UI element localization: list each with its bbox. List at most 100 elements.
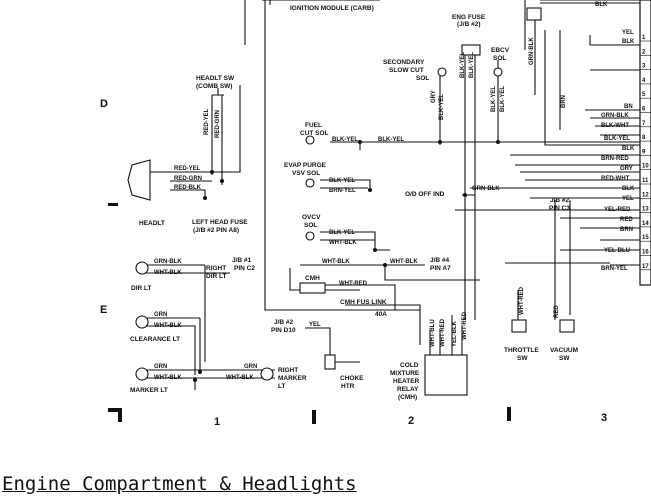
wire-blk-yel-fuse2: BLK-YEL xyxy=(469,52,475,78)
secondary-label: SECONDARY xyxy=(383,59,425,66)
cmh-fus-link-label: CMH FUS LINK xyxy=(340,299,387,306)
wire-blk-yel-fuel: BLK-YEL xyxy=(332,137,358,143)
wire-right-yel-blu: YEL-BLU xyxy=(604,248,630,254)
wire-grn-blk-od: GRN-BLK xyxy=(472,186,500,192)
wire-grn-right-marker: GRN xyxy=(244,364,257,370)
wire-right-brn-yel: BRN-YEL xyxy=(601,266,628,272)
headlt-sw-sub-label: (COMB SW) xyxy=(196,83,232,90)
eng-fuse-label: ENG FUSE xyxy=(452,14,486,21)
col-2-label: 2 xyxy=(408,415,414,427)
connector-pin-number: 15 xyxy=(642,235,649,241)
wire-grn-blk-top: GRN-BLK xyxy=(529,37,535,65)
connector-pin-number: 13 xyxy=(642,207,649,213)
jb-c3-pin-label: PIN C3 xyxy=(549,205,570,212)
connector-pin-number: 14 xyxy=(642,221,649,227)
dir-lt-label: DIR LT xyxy=(131,285,151,292)
connector-pin-number: 11 xyxy=(642,178,649,184)
wire-grn-clearance: GRN xyxy=(154,312,167,318)
grid-marks xyxy=(108,203,511,424)
wire-grn-blk-dir: GRN-BLK xyxy=(154,259,182,265)
clearance-lamp-icon xyxy=(135,315,149,329)
wire-wht-blk-clearance: WHT-BLK xyxy=(154,323,182,329)
wire-blk-yel-ebcv: BLK-YEL xyxy=(491,86,497,112)
cmh-relay-label: COLD xyxy=(400,362,419,369)
wire-right-bn: BN xyxy=(624,104,633,110)
right-dir-lt-label: RIGHT xyxy=(206,265,226,272)
wire-right-blk-wht: BLK-WHT xyxy=(601,123,629,129)
connector-pin-number: 1 xyxy=(642,35,646,41)
jb-c2-pin-label: PIN C2 xyxy=(234,265,255,272)
wire-gry-secondary: GRY xyxy=(431,90,437,103)
wire-wht-red-cmh: WHT-RED xyxy=(339,281,368,287)
marker-lt-label: MARKER LT xyxy=(130,387,168,394)
wire-brn-vertical: BRN xyxy=(561,95,567,108)
wire-wht-blk-dir: WHT-BLK xyxy=(154,270,182,276)
connector-pin-number: 9 xyxy=(642,149,646,155)
evap-purge-sub-label: VSV SOL xyxy=(292,170,320,177)
jb-c3-label: J/B #2 xyxy=(550,197,570,204)
secondary-label-2: SLOW CUT xyxy=(389,67,424,74)
top-connector-icon xyxy=(526,7,542,21)
ignition-module-label: IGNITION MODULE (CARB) xyxy=(290,5,374,12)
wire-right-brn: BRN xyxy=(620,227,633,233)
headlt-sw-label: HEADLT SW xyxy=(196,75,235,82)
connector-pin-number: 5 xyxy=(642,92,646,98)
headlight-lamp-icon xyxy=(127,159,151,201)
connector-pin-number: 16 xyxy=(642,250,649,256)
throttle-switch-icon xyxy=(511,319,527,333)
wire-wht-blk-ovcv: WHT-BLK xyxy=(329,240,357,246)
wire-right-red: RED xyxy=(620,217,633,223)
fuel-cut-label: FUEL xyxy=(305,122,322,129)
marker-lamp-icon xyxy=(135,367,149,381)
od-off-ind-label: O/D OFF IND xyxy=(405,191,445,198)
cmh-heater-icon xyxy=(299,282,326,294)
wire-right-red-wht: RED-WHT xyxy=(601,176,630,182)
choke-sub-label: HTR xyxy=(341,383,355,390)
wire-wht-red-relay-2: WHT-RED xyxy=(462,311,468,340)
clearance-lt-label: CLEARANCE LT xyxy=(130,336,180,343)
cmh-relay-label-3: HEATER xyxy=(393,378,420,385)
page-caption: Engine Compartment & Headlights xyxy=(2,473,357,495)
vacuum-sw-label: VACUUM xyxy=(550,347,578,354)
wire-right-yel-red: YEL-RED xyxy=(604,207,631,213)
col-3-label: 3 xyxy=(601,412,607,424)
throttle-sw-label: THROTTLE xyxy=(504,347,539,354)
secondary-sol-icon xyxy=(437,67,447,77)
wire-red-yel: RED-YEL xyxy=(174,166,201,172)
fus-40a-label: 40A xyxy=(375,311,387,318)
wire-wht-blk-a7: WHT-BLK xyxy=(390,259,418,265)
ovcv-sol-icon xyxy=(305,231,315,241)
right-dir-lt-sub-label: DIR LT xyxy=(206,273,226,280)
wire-blk-yel-secondary: BLK-YEL xyxy=(439,94,445,120)
wire-yel-choke: YEL xyxy=(309,322,321,328)
wire-right-brn-red: BRN-RED xyxy=(601,156,629,162)
wire-wht-blk-right-marker: WHT-BLK xyxy=(226,375,254,381)
jb-a7-label: J/B #4 xyxy=(430,257,450,264)
left-head-fuse-pin-label: (J/B #2 PIN A8) xyxy=(193,227,239,234)
cmh-relay-label-5: (CMH) xyxy=(398,394,417,401)
secondary-label-3: SOL xyxy=(416,75,429,82)
vacuum-sw-sub-label: SW xyxy=(559,355,570,362)
jb-c2-label: J/B #1 xyxy=(232,257,252,264)
evap-purge-label: EVAP PURGE xyxy=(284,162,327,169)
ebcv-label: EBCV xyxy=(491,47,510,54)
eng-fuse-icon xyxy=(461,44,481,56)
cmh-label: CMH xyxy=(305,275,320,282)
wire-red-blk: RED-BLK xyxy=(174,185,202,191)
row-d-label: D xyxy=(100,98,108,110)
right-marker-lamp-icon xyxy=(260,367,274,381)
wire-right-yel-2: YEL xyxy=(622,196,634,202)
connector-pin-number: 3 xyxy=(642,64,646,70)
wire-red-vacuum: RED xyxy=(554,305,560,318)
wire-blk-yel-evap: BLK-YEL xyxy=(329,178,355,184)
wire-right-grn-blk: GRN-BLK xyxy=(601,113,629,119)
connector-pin-number: 8 xyxy=(642,135,646,141)
wire-blk-yel-ovcv: BLK-YEL xyxy=(329,230,355,236)
splice-points xyxy=(193,140,500,382)
connector-pin-number: 6 xyxy=(642,107,646,113)
wire-blk-top: BLK xyxy=(595,2,608,8)
ovcv-sub-label: SOL xyxy=(304,222,317,229)
